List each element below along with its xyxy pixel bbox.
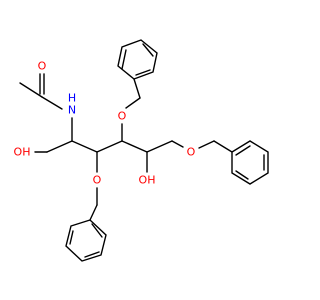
bond-c5-c6 [146, 140, 173, 153]
bond-c2-c3 [71, 140, 98, 153]
ring-top-inner-3 [135, 69, 151, 76]
ring-bottom-benzene [65, 219, 107, 262]
ring-top-inner-1 [121, 49, 127, 70]
bond-c6-oxygen [171, 140, 184, 148]
atom-ether-oxygen-bottom: O [93, 174, 102, 187]
ring-right-benzene [231, 140, 269, 185]
atom-ether-oxygen-right: O [187, 146, 196, 159]
ring-top-inner-2 [142, 43, 154, 57]
ring-right-inner-1 [235, 145, 251, 156]
bond-c1-c2 [46, 140, 73, 153]
bond-carbonyl-nitrogen [41, 96, 63, 110]
bond-ch2-right-ring [213, 140, 233, 153]
bond-c3-c4 [96, 140, 123, 153]
bond-oxygen-right-ch2 [198, 140, 215, 149]
atom-hydroxyl-center: OH [139, 174, 156, 187]
bond-ch2-bottom-ring [89, 204, 98, 221]
bonds-group [19, 39, 269, 262]
atom-hydroxyl-left: OH [14, 146, 31, 159]
ring-right-inner-3 [235, 170, 249, 180]
structure-diagram: O N H OH O O OH O [14, 39, 269, 262]
molecule-canvas: O N H OH O O OH O [14, 39, 269, 262]
ring-top-benzene [117, 39, 158, 80]
atom-ether-oxygen-top: O [118, 110, 127, 123]
atom-amide-nitrogen: N [68, 104, 76, 117]
atom-amide-oxygen: O [38, 60, 47, 73]
ring-bottom-inner-2 [84, 251, 100, 258]
ring-bottom-inner-1 [69, 230, 74, 245]
bond-ch2-top-ring [133, 78, 141, 99]
bond-c4-c5 [121, 140, 148, 153]
ring-bottom-inner-3 [91, 223, 103, 238]
bond-methyl-carbonyl [19, 82, 43, 98]
atom-labels-group: O N H OH O O OH O [14, 60, 196, 187]
bond-oxygen-top-ch2 [125, 97, 141, 109]
atom-amide-hydrogen: H [68, 92, 76, 105]
